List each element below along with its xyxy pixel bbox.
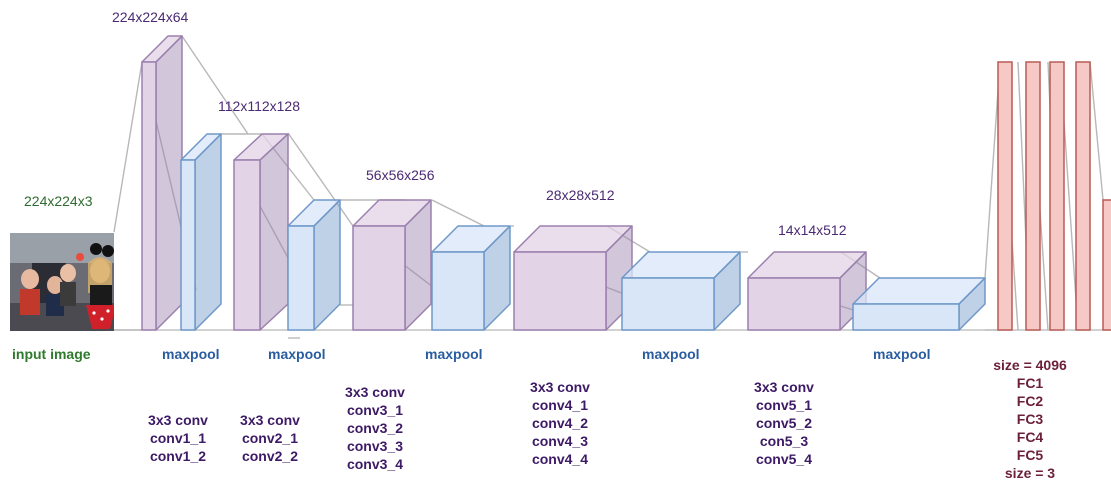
fc-size-label: size = 4096	[993, 357, 1067, 373]
conv-block-3-line: 3x3 conv	[345, 384, 405, 400]
conv5-volume	[747, 251, 867, 331]
connector-line	[431, 199, 485, 227]
conv3-volume	[352, 199, 432, 331]
conv-block-5-line: con5_3	[759, 433, 809, 449]
conv-block-2-line: 3x3 conv	[240, 412, 300, 428]
conv3-dim-label: 56x56x256	[366, 167, 435, 183]
fc-layer-label: FC1	[1016, 375, 1044, 391]
conv-block-1-line: conv1_1	[149, 430, 207, 446]
pool3-volume	[431, 225, 511, 331]
fc-output-size-label: size = 3	[1004, 465, 1056, 481]
conv-block-3-line: conv3_1	[346, 402, 404, 418]
fc2-volume	[1025, 61, 1041, 331]
layer-volumes	[141, 35, 1111, 331]
input-dim-label: 224x224x3	[24, 193, 93, 209]
conv-block-2-line: conv2_2	[241, 448, 299, 464]
conv-block-3-line: conv3_4	[346, 456, 404, 472]
fc-layer-label: FC5	[1016, 447, 1044, 463]
conv1-dim-label: 224x224x64	[112, 9, 189, 25]
conv-block-4-line: conv4_3	[531, 433, 589, 449]
connector-line	[181, 35, 249, 135]
conv5-dim-label: 14x14x512	[778, 222, 847, 238]
connector-line	[1089, 61, 1104, 201]
conv4-dim-label: 28x28x512	[546, 187, 615, 203]
input-image	[10, 233, 114, 331]
connector-line	[113, 61, 143, 233]
conv-block-5-line: conv5_1	[755, 397, 813, 413]
conv-block-4-line: conv4_1	[531, 397, 589, 413]
conv2-volume	[233, 133, 289, 331]
fc1-volume	[997, 61, 1013, 331]
conv-block-5: 3x3 conv conv5_1 conv5_2 con5_3 conv5_4	[736, 378, 832, 468]
fc-layer-label: FC2	[1016, 393, 1044, 409]
fc-block: size = 4096 FC1 FC2 FC3 FC4 FC5 size = 3	[975, 356, 1085, 482]
pool2-volume	[287, 199, 341, 331]
pool1-volume	[180, 133, 222, 331]
conv-block-4-line: conv4_4	[531, 451, 589, 467]
input-image-caption: input image	[12, 346, 91, 362]
input-photo-illustration	[10, 233, 114, 331]
fc-layer-label: FC3	[1016, 411, 1044, 427]
fc4-volume	[1075, 61, 1091, 331]
conv-block-3-line: conv3_3	[346, 438, 404, 454]
conv-block-5-line: conv5_2	[755, 415, 813, 431]
maxpool-label-5: maxpool	[873, 346, 931, 362]
conv2-dim-label: 112x112x128	[218, 98, 300, 114]
conv-block-4: 3x3 conv conv4_1 conv4_2 conv4_3 conv4_4	[512, 378, 608, 468]
conv-block-1-line: conv1_2	[149, 448, 207, 464]
conv-block-1-line: 3x3 conv	[148, 412, 208, 428]
conv-block-5-line: 3x3 conv	[754, 379, 814, 395]
conv-block-2-line: conv2_1	[241, 430, 299, 446]
conv-block-3-line: conv3_2	[346, 420, 404, 436]
conv1-volume	[141, 35, 183, 331]
conv-block-4-line: 3x3 conv	[530, 379, 590, 395]
pool5-volume	[852, 277, 986, 331]
conv-block-5-line: conv5_4	[755, 451, 813, 467]
fc5-volume	[1102, 199, 1111, 331]
conv-block-1: 3x3 conv conv1_1 conv1_2	[130, 411, 226, 465]
conv-block-3: 3x3 conv conv3_1 conv3_2 conv3_3 conv3_4	[327, 383, 423, 473]
maxpool-label-1: maxpool	[162, 346, 220, 362]
fc-layer-label: FC4	[1016, 429, 1044, 445]
conv4-volume	[513, 225, 633, 331]
conv-block-2: 3x3 conv conv2_1 conv2_2	[222, 411, 318, 465]
pool4-volume	[621, 251, 741, 331]
conv-block-4-line: conv4_2	[531, 415, 589, 431]
connector-line	[287, 132, 354, 227]
maxpool-label-2: maxpool	[268, 346, 326, 362]
fc3-volume	[1049, 61, 1065, 331]
maxpool-label-3: maxpool	[425, 346, 483, 362]
maxpool-label-4: maxpool	[642, 346, 700, 362]
